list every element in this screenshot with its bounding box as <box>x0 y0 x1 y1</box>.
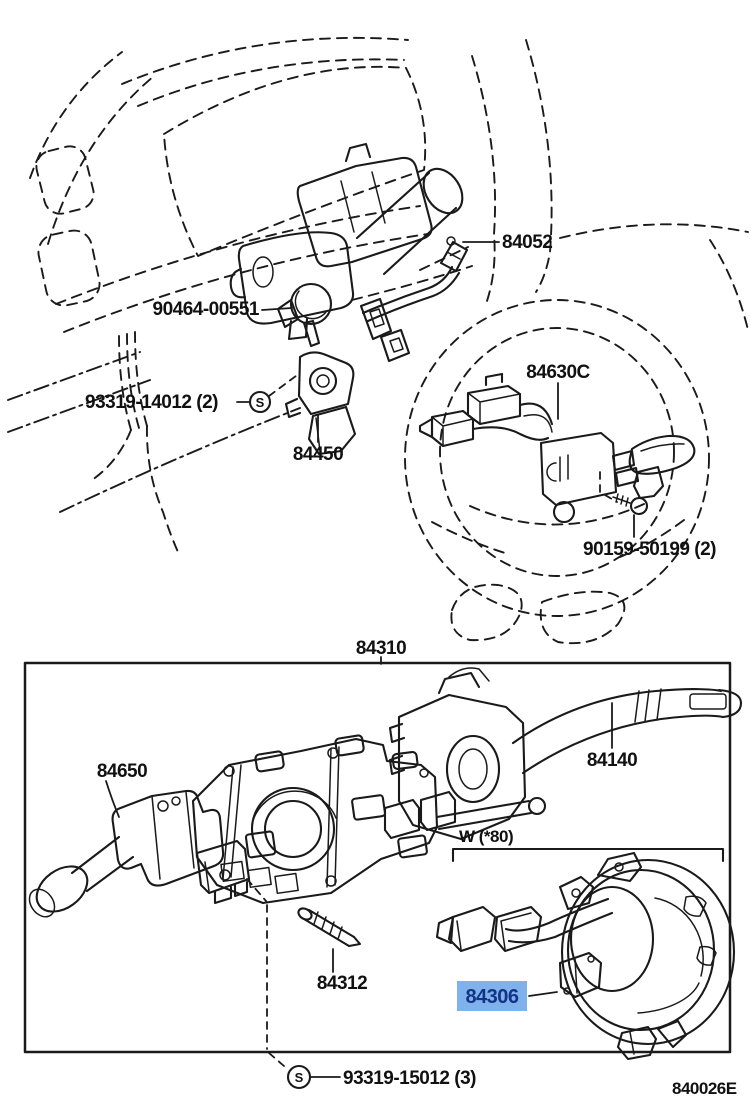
steering-column-parts-drawing <box>229 142 464 341</box>
part-number-84310[interactable]: 84310 <box>356 638 407 659</box>
part-number-84450[interactable]: 84450 <box>293 444 344 465</box>
switch-84650-drawing <box>28 789 251 918</box>
wheel-screw-90159-drawing <box>612 493 649 516</box>
switch-84140-drawing <box>383 667 743 841</box>
part-number-93319-15012[interactable]: 93319-15012 (3) <box>343 1068 477 1089</box>
cruise-switch-84630c-drawing <box>418 372 696 524</box>
variant-bracket <box>451 847 725 863</box>
screw-marker-bottom-letter: S <box>295 1070 304 1085</box>
part-number-90159-50199[interactable]: 90159-50199 (2) <box>583 539 717 560</box>
leader-93319-14012 <box>236 372 301 403</box>
ignition-switch-84450-drawing <box>284 351 357 456</box>
part-number-93319-14012[interactable]: 93319-14012 (2) <box>85 392 219 413</box>
part-number-84650[interactable]: 84650 <box>97 761 148 782</box>
screw-marker-bottom: S <box>286 1064 312 1090</box>
leader-90464 <box>261 307 293 311</box>
part-number-84052[interactable]: 84052 <box>502 232 553 253</box>
part-number-84306[interactable]: 84306 <box>465 986 519 1008</box>
leader-84650 <box>105 780 120 818</box>
screw-marker-top: S <box>248 390 272 414</box>
assembly-84310-box <box>23 661 732 1054</box>
variant-note-w80: W (*80) <box>459 827 513 846</box>
screw-84312-drawing <box>297 907 362 948</box>
combination-switch-base-drawing <box>191 734 547 905</box>
selected-part-84306[interactable]: 84306 <box>457 981 527 1011</box>
key-cylinder-ring-drawing <box>276 282 333 348</box>
part-number-84312[interactable]: 84312 <box>317 973 368 994</box>
screw-marker-top-letter: S <box>256 395 265 410</box>
interlock-cable-84052-drawing <box>359 236 469 363</box>
part-84306-highlight[interactable] <box>457 981 527 1011</box>
spiral-cable-84306-drawing <box>435 851 736 1061</box>
part-number-84630c[interactable]: 84630C <box>526 362 591 383</box>
leader-93319-15012 <box>246 878 341 1078</box>
part-number-90464-00551[interactable]: 90464-00551 <box>153 299 261 320</box>
diagram-code: 840026E <box>672 1079 737 1098</box>
dashboard-phantom-outline <box>7 36 749 553</box>
leader-84306 <box>528 991 558 997</box>
steering-wheel-phantom-outline <box>404 299 710 645</box>
part-number-84140[interactable]: 84140 <box>587 750 638 771</box>
